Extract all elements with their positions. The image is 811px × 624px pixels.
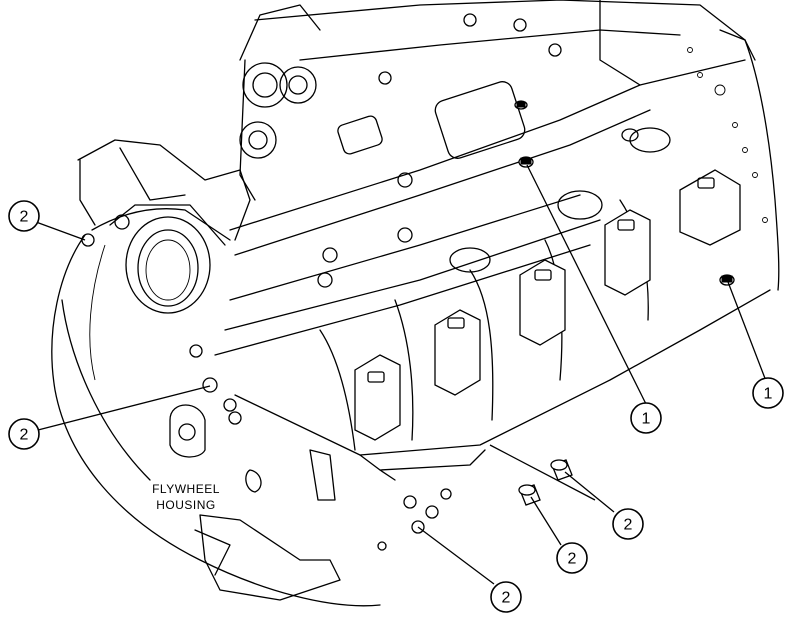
callout-4: 1	[752, 377, 784, 409]
plug-item-1-upper	[518, 156, 534, 168]
main-bearing-caps	[319, 127, 741, 451]
callout-6: 2	[556, 542, 588, 574]
cylinder-block	[214, 0, 780, 481]
callout-5-number: 2	[624, 517, 633, 534]
bearing-cap-5	[679, 169, 741, 246]
rear-seal-bore	[109, 204, 226, 314]
callout-6-number: 2	[568, 551, 577, 568]
leader-lines	[35, 164, 767, 585]
label-line-1: FLYWHEEL	[152, 482, 220, 496]
callout-1: 2	[8, 200, 40, 232]
plug-loose-1	[550, 459, 573, 481]
flange-bolt-holes	[81, 214, 452, 551]
flywheel-housing	[51, 208, 381, 607]
bearing-cap-2	[434, 309, 481, 396]
label-line-2: HOUSING	[156, 498, 216, 512]
callout-7: 2	[490, 581, 522, 613]
callout-5: 2	[612, 508, 644, 540]
callout-2: 2	[8, 418, 40, 450]
bearing-cap-3	[519, 259, 566, 346]
gear-housing	[77, 4, 321, 241]
plug-item-1-right	[719, 274, 735, 286]
callout-7-number: 2	[502, 590, 511, 607]
callout-2-number: 2	[20, 427, 29, 444]
plug-loose-2	[518, 484, 541, 506]
callout-3: 1	[630, 402, 662, 434]
callout-3-number: 1	[642, 411, 651, 428]
plug-sensor	[514, 100, 528, 110]
bearing-cap-1	[354, 354, 401, 441]
callout-1-number: 2	[20, 209, 29, 226]
bearing-cap-4	[604, 209, 651, 296]
flywheel-housing-label: FLYWHEEL HOUSING	[152, 482, 220, 512]
callout-4-number: 1	[764, 386, 773, 403]
